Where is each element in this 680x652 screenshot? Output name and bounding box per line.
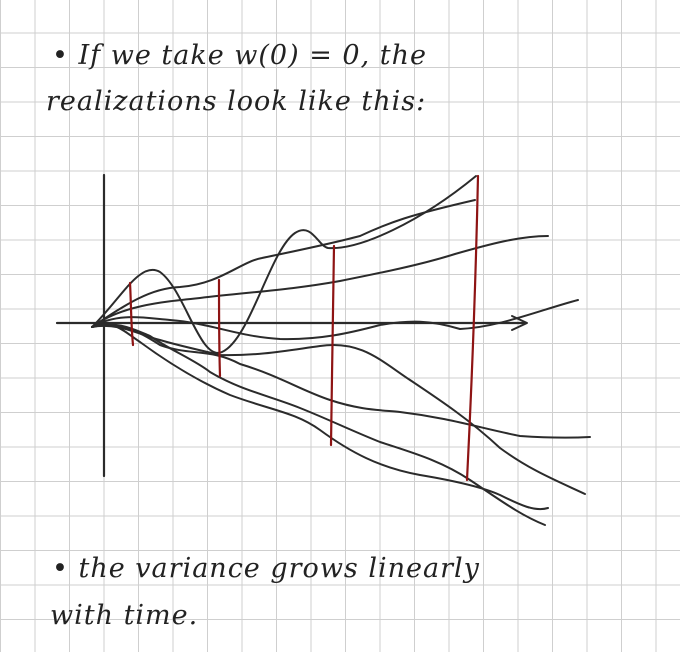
realization-path-1 [91,175,477,354]
realization-path-6 [91,324,586,495]
realization-path-7 [91,323,549,511]
note-line-2: realizations look like this: [46,86,427,117]
note-line-3: • the variance grows linearly [52,553,480,584]
time-marker-3 [329,244,336,447]
time-marker-2 [217,278,222,378]
time-marker-1 [128,281,135,347]
realization-path-5 [91,323,591,439]
time-marker-4 [465,174,480,482]
realization-path-3 [91,235,549,328]
realization-path-4 [91,299,579,341]
realization-path-8 [91,323,546,526]
realization-path-2 [91,199,476,328]
note-line-1: • If we take w(0) = 0, the [52,40,427,71]
note-line-4: with time. [50,600,199,631]
